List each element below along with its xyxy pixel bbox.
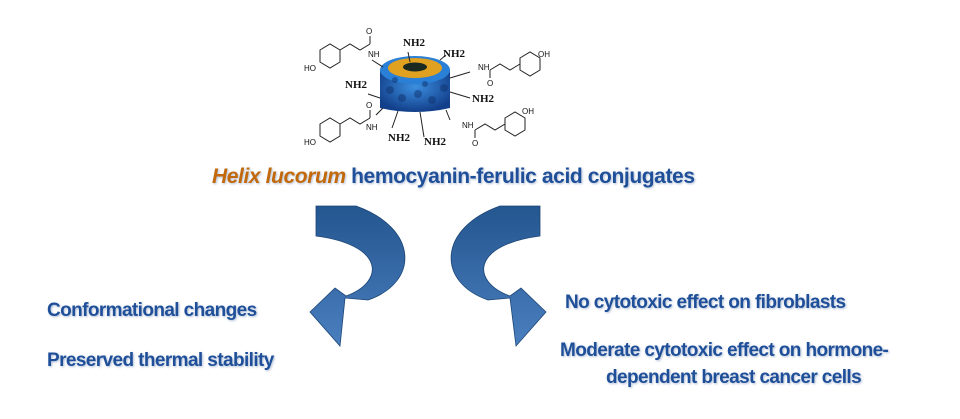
svg-text:HO: HO: [304, 64, 316, 73]
species-name: Helix lucorum: [212, 165, 346, 188]
svg-text:NH: NH: [478, 63, 490, 72]
svg-text:NH: NH: [368, 50, 380, 59]
result-thermal-stability: Preserved thermal stability: [47, 350, 274, 371]
svg-text:O: O: [472, 139, 478, 148]
nh2-label: NH2: [472, 93, 495, 105]
svg-text:NH: NH: [366, 123, 378, 132]
conjugate-title: Helix lucorum hemocyanin-ferulic acid co…: [212, 165, 695, 189]
linker-lines: [367, 51, 471, 138]
svg-text:OH: OH: [538, 50, 550, 59]
svg-text:O: O: [487, 79, 493, 88]
substituent-labels: O NH HO O NH HO NH O OH NH O OH: [304, 27, 550, 148]
svg-text:NH: NH: [462, 121, 474, 130]
svg-text:O: O: [366, 101, 372, 110]
svg-text:OH: OH: [522, 107, 534, 116]
nh2-label: NH2: [443, 48, 466, 60]
result-no-cytotoxic-fibroblasts: No cytotoxic effect on fibroblasts: [565, 292, 846, 313]
left-curved-arrow: [309, 205, 406, 347]
result-conformational-changes: Conformational changes: [47, 300, 257, 321]
ferulic-acid-structures: [319, 36, 541, 143]
nh2-label: NH2: [388, 132, 411, 144]
amine-labels: NH2 NH2 NH2 NH2 NH2 NH2: [345, 37, 495, 148]
svg-text:O: O: [366, 27, 372, 36]
nh2-label: NH2: [403, 37, 426, 49]
nh2-label: NH2: [424, 136, 447, 148]
title-rest: hemocyanin-ferulic acid conjugates: [345, 165, 695, 188]
nh2-label: NH2: [345, 79, 368, 91]
svg-text:HO: HO: [304, 138, 316, 147]
right-curved-arrow: [450, 205, 547, 347]
result-moderate-cytotoxic-line2: dependent breast cancer cells: [606, 367, 862, 388]
hemocyanin-protein: [380, 56, 450, 112]
result-moderate-cytotoxic-line1: Moderate cytotoxic effect on hormone-: [560, 340, 889, 361]
